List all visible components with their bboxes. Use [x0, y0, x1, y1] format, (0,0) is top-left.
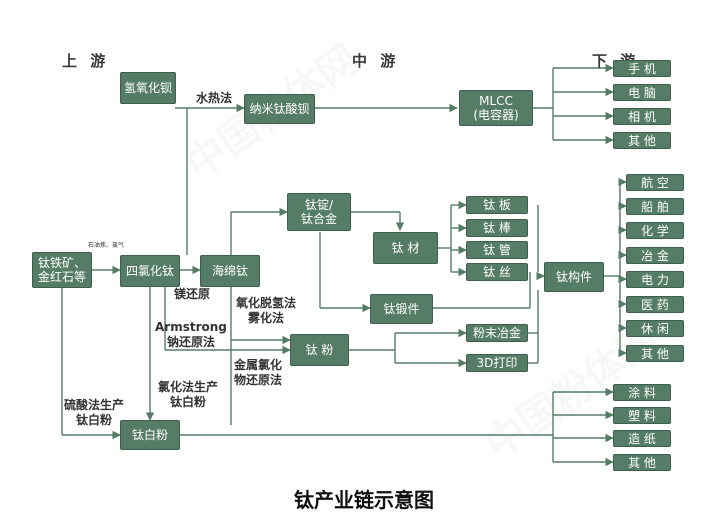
component-use-item: 医 药 — [626, 296, 684, 313]
node-plate: 钛 板 — [466, 196, 528, 214]
component-use-item: 化 学 — [626, 222, 684, 239]
tio2-use-item: 其 他 — [613, 454, 671, 471]
metal-line1: 金属氯化 — [234, 358, 283, 372]
sulfate-line2: 钛白粉 — [76, 413, 113, 427]
tio2-use-item: 塑 料 — [613, 407, 671, 424]
annotation-raw-inputs: 石油焦、氯气 — [88, 242, 125, 249]
node-3d-printing: 3D打印 — [466, 354, 528, 372]
chloride-line1: 氯化法生产 — [158, 380, 219, 394]
node-rod: 钛 棒 — [466, 219, 528, 237]
ingot-sublabel: 钛合金 — [300, 212, 337, 226]
hdh-line1: 氧化脱氢法 — [236, 296, 297, 310]
component-use-item: 其 他 — [626, 345, 684, 362]
armstrong-line2: 钠还原法 — [166, 335, 215, 349]
node-tube: 钛 管 — [466, 241, 528, 259]
node-titanium-powder: 钛 粉 — [290, 334, 349, 366]
component-use-item: 航 空 — [626, 174, 684, 191]
component-use-item: 休 闲 — [626, 320, 684, 337]
node-powder-metallurgy: 粉末冶金 — [466, 324, 528, 342]
mlcc-use-item: 相 机 — [613, 108, 671, 125]
annotation-armstrong: Armstrong 钠还原法 — [155, 320, 227, 350]
ingot-label: 钛锭/ — [304, 198, 334, 212]
node-titanium-material: 钛 材 — [373, 232, 438, 264]
component-use-item: 电 力 — [626, 271, 684, 288]
annotation-hdh: 氧化脱氢法 雾化法 — [236, 296, 296, 326]
node-sponge-titanium: 海绵钛 — [200, 255, 260, 287]
component-use-item: 船 舶 — [626, 198, 684, 215]
mlcc-sublabel: (电容器) — [473, 108, 519, 122]
chloride-line2: 钛白粉 — [170, 395, 207, 409]
mlcc-use-item: 手 机 — [613, 60, 671, 77]
node-titanium-dioxide: 钛白粉 — [120, 420, 180, 450]
node-mlcc: MLCC (电容器) — [459, 90, 533, 126]
node-forging: 钛锻件 — [370, 294, 433, 324]
diagram-title: 钛产业链示意图 — [294, 488, 434, 512]
annotation-hydrothermal: 水热法 — [196, 91, 233, 105]
mlcc-label: MLCC — [479, 94, 513, 108]
annotation-chloride-process: 氯化法生产 钛白粉 — [158, 380, 218, 410]
annotation-metal-chloride: 金属氯化 物还原法 — [234, 358, 282, 388]
sulfate-line1: 硫酸法生产 — [64, 398, 125, 412]
node-titanium-tetrachloride: 四氯化钛 — [120, 255, 180, 287]
annotation-mg-reduction: 镁还原 — [174, 287, 211, 301]
node-barium-hydroxide: 氢氧化钡 — [120, 72, 176, 104]
node-wire: 钛 丝 — [466, 263, 528, 281]
hdh-line2: 雾化法 — [248, 311, 285, 325]
annotation-sulfate-process: 硫酸法生产 钛白粉 — [64, 398, 124, 428]
mlcc-use-item: 电 脑 — [613, 84, 671, 101]
stage-midstream: 中 游 — [352, 52, 400, 70]
tio2-use-item: 涂 料 — [613, 384, 671, 401]
node-ingot: 钛锭/ 钛合金 — [287, 193, 351, 231]
tio2-use-item: 造 纸 — [613, 430, 671, 447]
node-ore: 钛铁矿、金红石等 — [32, 252, 92, 288]
mlcc-use-item: 其 他 — [613, 132, 671, 149]
node-component: 钛构件 — [544, 262, 604, 292]
component-use-item: 冶 金 — [626, 247, 684, 264]
armstrong-line1: Armstrong — [155, 320, 227, 334]
stage-upstream: 上 游 — [62, 52, 110, 70]
node-nano-barium-titanate: 纳米钛酸钡 — [244, 94, 315, 124]
metal-line2: 物还原法 — [234, 373, 283, 387]
